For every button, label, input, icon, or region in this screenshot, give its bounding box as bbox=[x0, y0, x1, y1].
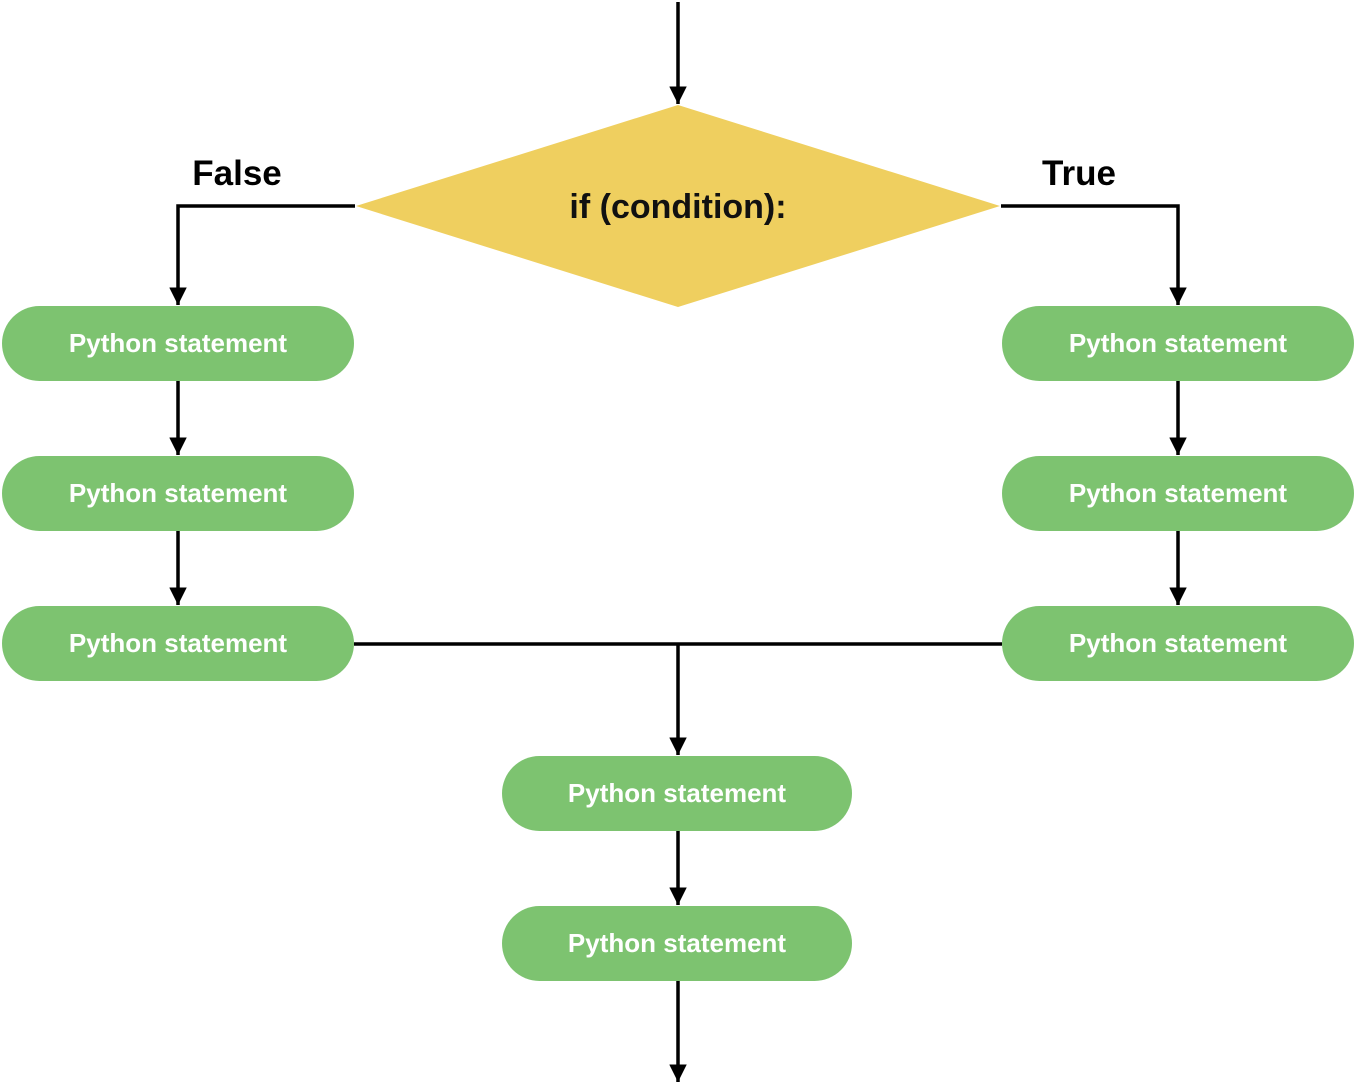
decision-diamond bbox=[356, 105, 1000, 307]
statement-box bbox=[2, 456, 354, 531]
statement-label: Python statement bbox=[568, 778, 786, 808]
statement-node: Python statement bbox=[502, 906, 852, 981]
statement-node: Python statement bbox=[1002, 306, 1354, 381]
decision-node: if (condition): bbox=[356, 105, 1000, 307]
statement-node: Python statement bbox=[502, 756, 852, 831]
statement-label: Python statement bbox=[69, 628, 287, 658]
statement-label: Python statement bbox=[1069, 478, 1287, 508]
statement-node: Python statement bbox=[1002, 606, 1354, 681]
statement-node: Python statement bbox=[2, 606, 354, 681]
statement-node: Python statement bbox=[2, 306, 354, 381]
statement-box bbox=[1002, 456, 1354, 531]
statement-node: Python statement bbox=[2, 456, 354, 531]
statement-label: Python statement bbox=[69, 328, 287, 358]
true-branch-label: True bbox=[1042, 154, 1116, 193]
statement-box bbox=[502, 906, 852, 981]
statement-label: Python statement bbox=[568, 928, 786, 958]
statement-box bbox=[1002, 306, 1354, 381]
statement-box bbox=[2, 306, 354, 381]
false-branch-statements: Python statement Python statement Python… bbox=[2, 306, 354, 681]
false-branch-arrow bbox=[169, 204, 355, 305]
connectors bbox=[169, 2, 1187, 1082]
decision-label: if (condition): bbox=[569, 188, 786, 226]
statement-node: Python statement bbox=[1002, 456, 1354, 531]
statement-label: Python statement bbox=[1069, 628, 1287, 658]
statement-label: Python statement bbox=[1069, 328, 1287, 358]
statement-box bbox=[1002, 606, 1354, 681]
statement-box bbox=[502, 756, 852, 831]
false-branch-label: False bbox=[192, 154, 282, 193]
true-branch-arrow bbox=[1001, 204, 1187, 305]
merged-statements: Python statement Python statement bbox=[502, 756, 852, 981]
true-branch-statements: Python statement Python statement Python… bbox=[1002, 306, 1354, 681]
statement-box bbox=[2, 606, 354, 681]
statement-label: Python statement bbox=[69, 478, 287, 508]
